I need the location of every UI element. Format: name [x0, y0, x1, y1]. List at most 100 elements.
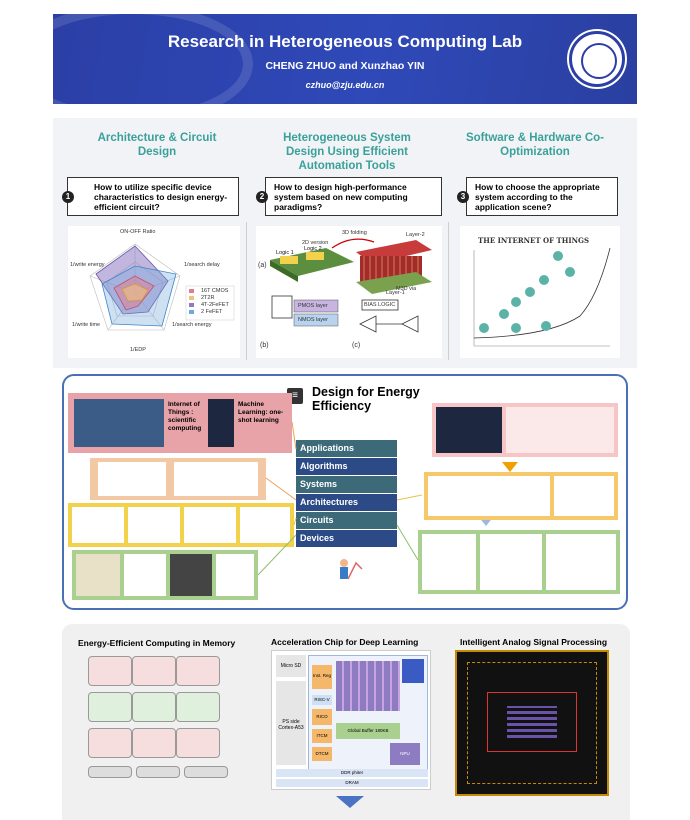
legend-label: 2 FeFET	[201, 309, 223, 315]
stack-algorithms[interactable]: Algorithms	[296, 458, 397, 475]
iot-node	[539, 275, 549, 285]
folding-figure: (a) (b) (c) 2D version 3D folding Layer-…	[256, 226, 442, 358]
radar-chart-svg	[89, 243, 235, 331]
design-stack: Applications Algorithms Systems Architec…	[296, 440, 397, 548]
question-text-2: How to design high-performance system ba…	[274, 182, 408, 212]
legend-swatch	[189, 310, 194, 314]
stack-systems[interactable]: Systems	[296, 476, 397, 493]
legend-label: 2T2R	[201, 295, 215, 301]
cim-title: Energy-Efficient Computing in Memory	[78, 638, 236, 648]
accel-npu: NPU	[390, 743, 420, 765]
accel-dram: DRAM	[276, 779, 428, 787]
column-title-architecture: Architecture & Circuit Design	[97, 132, 217, 158]
energy-efficiency-title: Design for Energy Efficiency	[312, 385, 420, 413]
radar-axis-label: 1/write time	[72, 322, 101, 328]
accel-global-buffer: Global Buffer 180KB	[336, 723, 400, 739]
radar-axis-label: 1/search delay	[184, 262, 220, 268]
chip-array	[507, 706, 557, 738]
cim-cell	[88, 692, 132, 722]
figure-label-nmos: NMOS layer	[298, 317, 328, 323]
ml-label: Machine Learning: one-shot learning	[238, 401, 284, 424]
chip-pad-ring	[467, 662, 597, 784]
iot-node	[565, 267, 575, 277]
radar-title: ON-OFF Ratio	[120, 229, 156, 235]
legend-swatch	[189, 303, 194, 307]
university-logo-icon	[569, 31, 625, 87]
accel-ps-side: PS side Cortex-A53	[276, 681, 306, 765]
figure-label-m3d: M3D via	[396, 286, 417, 292]
analog-title: Intelligent Analog Signal Processing	[460, 637, 608, 647]
stack-circuits[interactable]: Circuits	[296, 512, 397, 529]
cim-cell	[176, 656, 220, 686]
question-text-3: How to choose the appropriate system acc…	[475, 182, 600, 212]
accel-riscv: RISC-V	[312, 695, 332, 705]
legend-swatch	[189, 289, 194, 293]
system-diagram	[546, 534, 616, 590]
question-box-3: 3 How to choose the appropriate system a…	[457, 177, 618, 216]
device-plot	[124, 554, 166, 596]
iot-figure: THE INTERNET OF THINGS	[460, 226, 620, 358]
iot-node	[511, 297, 521, 307]
accel-dtcm: DTCM	[312, 747, 332, 761]
poster-authors: CHENG ZHUO and Xunzhao YIN	[265, 60, 425, 72]
accel-itcm: ITCM	[312, 729, 332, 743]
device-photo	[170, 554, 212, 596]
applications-panel: Internet of Things : scientific computin…	[68, 393, 292, 453]
question-box-2: 2 How to design high-performance system …	[256, 177, 442, 216]
figure-label-logic2: Logic 2	[304, 246, 322, 252]
stack-architectures[interactable]: Architectures	[296, 494, 397, 511]
cim-cell	[88, 728, 132, 758]
person-analytics-icon	[334, 557, 364, 589]
figure-label-logic1: Logic 1	[276, 250, 294, 256]
poster-title: Research in Heterogeneous Computing Lab	[167, 32, 523, 51]
circuit-schematic	[128, 507, 180, 543]
device-image	[76, 554, 120, 596]
ai-chip-image	[436, 407, 502, 453]
iot-figure-title: THE INTERNET OF THINGS	[478, 236, 590, 245]
algorithm-diagram	[98, 462, 166, 496]
figure-label-bias: BIAS LOGIC	[364, 302, 396, 308]
question-text-1: How to utilize specific device character…	[94, 182, 228, 212]
accel-control	[402, 659, 424, 683]
radar-axis-label: 1/write energy	[70, 262, 105, 268]
radar-axis-label: 1/search energy	[172, 322, 212, 328]
radar-figure: ON-OFF Ratio 1/write energy 1/search del…	[68, 226, 240, 358]
stack-devices[interactable]: Devices	[296, 530, 397, 547]
accel-microsd: Micro SD	[276, 655, 306, 677]
legend-label: 16T CMOS	[201, 288, 229, 294]
poster-header: Research in Heterogeneous Computing Lab …	[53, 14, 637, 104]
accel-title: Acceleration Chip for Deep Learning	[271, 637, 419, 647]
accel-inst-reg: Inst. Reg	[312, 665, 332, 689]
iot-network-image	[506, 407, 614, 453]
architecture-plot	[554, 476, 614, 516]
column-divider	[448, 222, 449, 360]
iot-node	[479, 323, 489, 333]
iot-node	[553, 251, 563, 261]
cim-cell	[176, 728, 220, 758]
system-diagram	[422, 534, 476, 590]
figure-label-version: 2D version	[302, 240, 329, 246]
applications-right-panel	[432, 403, 618, 457]
algorithm-diagram	[174, 462, 258, 496]
legend-label: 4T-2FeFET	[201, 302, 229, 308]
chip-core	[487, 692, 577, 752]
poster-email[interactable]: czhuo@zju.edu.cn	[305, 80, 385, 90]
iot-image	[74, 399, 164, 447]
system-diagram	[480, 534, 542, 590]
iot-label: Internet of Things : scientific computin…	[168, 401, 202, 432]
analog-chip-layout	[455, 650, 609, 796]
stack-applications[interactable]: Applications	[296, 440, 397, 457]
figure-label-pmos: PMOS layer	[298, 303, 328, 309]
circuit-schematic	[184, 507, 236, 543]
cim-cell	[132, 692, 176, 722]
legend-swatch	[189, 296, 194, 300]
folding-diagram-svg	[270, 238, 432, 333]
question-number-3: 3	[457, 191, 469, 203]
decorative-swirl	[53, 14, 253, 104]
circuit-schematic	[240, 507, 290, 543]
iot-node	[541, 321, 551, 331]
radar-axis-label: 1/EDP	[130, 347, 146, 353]
figure-label-a: (a)	[258, 262, 267, 269]
architectures-right-panel	[424, 472, 618, 520]
